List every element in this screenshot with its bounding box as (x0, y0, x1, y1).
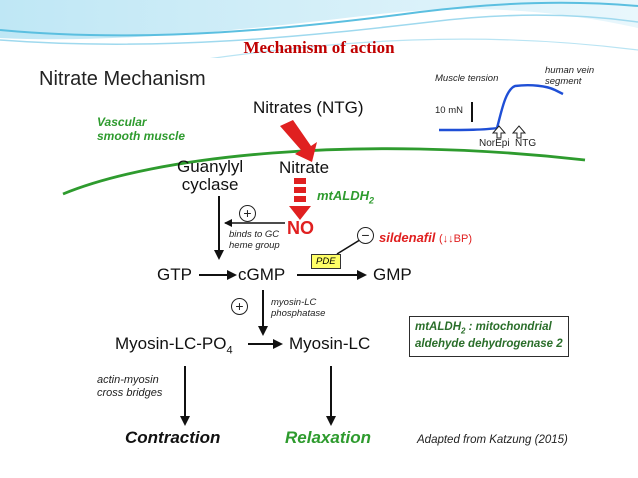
legend-sub: 2 (461, 326, 466, 336)
legend-line2: aldehyde dehydrogenase 2 (415, 338, 563, 351)
pde-box: PDE (311, 254, 341, 269)
cell-membrane (62, 147, 586, 196)
ntg-label: NTG (515, 138, 537, 149)
myosin-lc-po4-text: Myosin-LC-PO (115, 334, 227, 353)
no-formation-arrow (289, 206, 311, 220)
sildenafil-label: sildenafil (↓↓BP) (379, 230, 472, 245)
muscle-tension-label: Muscle tension (435, 73, 499, 84)
guanylyl-line1: Guanylyl (177, 157, 244, 176)
legend-term: mtALDH (415, 321, 461, 333)
relaxation-label: Relaxation (285, 428, 371, 447)
minus-inhibition-icon: − (357, 227, 374, 244)
nitrate-mechanism-figure: Nitrate Mechanism Vascular smooth muscle… (35, 58, 603, 458)
norepi-label: NorEpi (479, 138, 510, 149)
sildenafil-text: sildenafil (379, 230, 436, 245)
vascular-label-line1: Vascular (97, 115, 147, 129)
actin-myosin-line1: actin-myosin (97, 374, 159, 386)
legend-line1-rest: : mitochondrial (465, 321, 552, 333)
phosphatase-line1: myosin-LC (271, 297, 317, 308)
ntg-arrow-icon (511, 125, 527, 139)
myosin-lc-po4-label: Myosin-LC-PO4 (115, 334, 233, 356)
tension-trace (438, 84, 564, 132)
actin-myosin-note: actin-myosin cross bridges (97, 374, 162, 399)
figure-heading: Nitrate Mechanism (39, 68, 206, 90)
guanylyl-cyclase-label: Guanylyl cyclase (177, 158, 243, 194)
scale-label: 10 mN (435, 105, 463, 116)
binds-gc-note: binds to GC heme group (229, 229, 280, 252)
binds-line2: heme group (229, 239, 280, 251)
guanylyl-line2: cyclase (181, 174, 239, 194)
phosphatase-line2: phosphatase (271, 307, 326, 319)
source-credit: Adapted from Katzung (2015) (417, 434, 568, 446)
cgmp-label: cGMP (238, 265, 286, 284)
diagram-arrows (62, 84, 586, 426)
myosin-lc-po4-sub: 4 (226, 344, 233, 357)
sildenafil-effect: (↓↓BP) (438, 233, 472, 245)
header-decoration (0, 0, 638, 61)
mtaldh2-sub: 2 (369, 195, 375, 206)
abbreviation-legend: mtALDH2 : mitochondrial aldehyde dehydro… (409, 316, 569, 357)
mtaldh2-text: mtALDH (317, 188, 369, 203)
gmp-label: GMP (373, 265, 412, 284)
norepi-arrow-icon (491, 125, 507, 139)
vascular-label: Vascular smooth muscle (97, 115, 186, 144)
plus-phosphatase-icon: + (231, 298, 248, 315)
contraction-label: Contraction (125, 428, 221, 447)
vascular-label-line2: smooth muscle (97, 128, 186, 143)
mtaldh2-label: mtALDH2 (317, 188, 374, 206)
actin-myosin-line2: cross bridges (97, 386, 163, 399)
myosin-lc-label: Myosin-LC (289, 334, 371, 353)
human-vein-label: human vein segment (545, 65, 595, 88)
human-vein-line1: human vein (545, 65, 595, 76)
gtp-label: GTP (157, 265, 192, 284)
nitrates-label: Nitrates (NTG) (253, 98, 364, 117)
legend-line1: mtALDH2 : mitochondrial (415, 320, 563, 337)
plus-stimulation-icon: + (239, 205, 256, 222)
human-vein-line2: segment (545, 75, 582, 87)
binds-line1: binds to GC (229, 229, 280, 240)
slide-title: Mechanism of action (243, 38, 395, 57)
nitrates-entry-arrow (280, 120, 317, 162)
nitrate-label: Nitrate (279, 158, 330, 177)
no-label: NO (287, 218, 314, 238)
phosphatase-note: myosin-LC phosphatase (271, 297, 326, 320)
